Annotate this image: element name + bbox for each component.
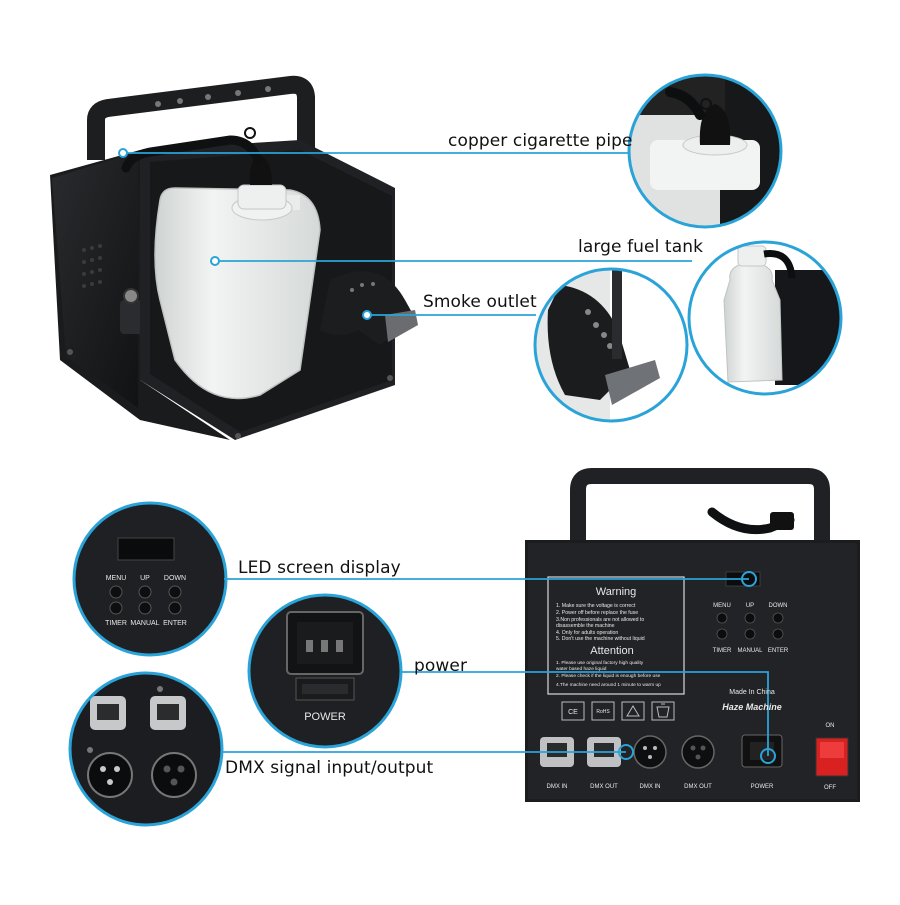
- label-power: power: [414, 656, 468, 676]
- label-dmx-signal: DMX signal input/output: [225, 758, 434, 778]
- button-label-manual: MANUAL: [737, 648, 763, 654]
- button-label-enter: ENTER: [768, 648, 789, 654]
- label-smoke-outlet: Smoke outlet: [423, 292, 537, 312]
- inset-button-manual: MANUAL: [130, 620, 159, 627]
- port-label-xlr-out: DMX OUT: [684, 784, 712, 790]
- rear-panel-text: Warning 1. Make sure the voltage is corr…: [547, 586, 837, 791]
- inset-power-label: POWER: [304, 711, 346, 723]
- pipe-detail-inset: [627, 73, 783, 229]
- port-label-dmx-out: DMX OUT: [590, 784, 618, 790]
- led-detail-inset: [72, 501, 228, 657]
- warning-line: 1. Make sure the voltage is correct: [556, 603, 636, 609]
- attention-line: 1. Please use original factory high qual…: [556, 660, 644, 666]
- button-label-down: DOWN: [769, 603, 788, 609]
- warning-line: 5. Don't use the machine without liquid: [556, 636, 645, 642]
- button-label-timer: TIMER: [713, 648, 732, 654]
- label-large-fuel-tank: large fuel tank: [578, 237, 704, 257]
- haze-machine-side-view: [50, 75, 418, 440]
- inset-button-down: DOWN: [164, 575, 186, 582]
- warning-line: disassemble the machine: [556, 623, 615, 629]
- rohs-mark: RoHS: [596, 709, 610, 715]
- dmx-detail-inset: [68, 671, 224, 827]
- attention-line: 4.The machine need around 1 minute to wa…: [556, 682, 661, 688]
- power-port-label: POWER: [751, 784, 774, 790]
- dmx-ports: [540, 735, 715, 769]
- ce-mark: CE: [568, 709, 578, 716]
- button-label-up: UP: [746, 603, 754, 609]
- attention-line: 2. Please check if the liquid is enough …: [556, 673, 661, 679]
- attention-title: Attention: [590, 645, 633, 657]
- warning-title: Warning: [596, 586, 637, 598]
- inset-button-up: UP: [140, 575, 150, 582]
- model-label: Haze Machine: [722, 702, 782, 712]
- callout-line-power: [401, 671, 769, 756]
- inset-button-menu: MENU: [106, 575, 127, 582]
- inset-button-timer: TIMER: [105, 620, 127, 627]
- attention-line: water based haze liquid: [556, 666, 607, 672]
- port-label-dmx-in: DMX IN: [547, 784, 568, 790]
- port-label-xlr-in: DMX IN: [640, 784, 661, 790]
- outlet-detail-inset: [533, 267, 689, 423]
- callout-dots: [118, 148, 776, 764]
- label-led-screen-display: LED screen display: [238, 558, 401, 578]
- warning-line: 3.Non professionals are not allowed to: [556, 617, 644, 623]
- label-copper-cigarette-pipe: copper cigarette pipe: [448, 131, 633, 151]
- power-detail-inset: [247, 593, 403, 749]
- made-in-label: Made In China: [729, 689, 775, 696]
- inset-button-enter: ENTER: [163, 620, 187, 627]
- callout-lines: [123, 152, 769, 756]
- button-label-menu: MENU: [713, 603, 731, 609]
- tank-detail-inset: [687, 240, 843, 396]
- warning-line: 2. Power off before replace the fuse: [556, 610, 638, 616]
- switch-on-label: ON: [826, 723, 835, 729]
- haze-machine-rear-view: [525, 468, 860, 802]
- switch-off-label: OFF: [824, 785, 836, 791]
- inset-text: MENU UP DOWN TIMER MANUAL ENTER POWER: [105, 575, 346, 723]
- warning-line: 4. Only for adults operation: [556, 630, 618, 636]
